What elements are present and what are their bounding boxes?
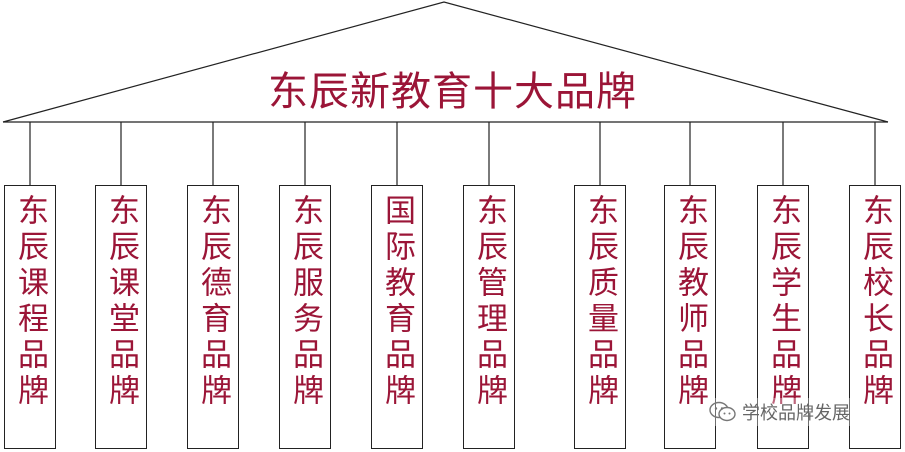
brand-box-2: 东辰课堂品牌 <box>95 185 147 449</box>
brand-box-label: 东辰质量品牌 <box>582 194 618 410</box>
brand-box-10: 东辰校长品牌 <box>849 185 901 449</box>
brand-box-label: 东辰课程品牌 <box>12 194 48 410</box>
diagram-title: 东辰新教育十大品牌 <box>268 69 637 115</box>
brand-box-label: 国际教育品牌 <box>379 194 415 410</box>
roof-line <box>2 1 889 123</box>
brand-box-7: 东辰质量品牌 <box>574 185 626 449</box>
brand-box-label: 东辰校长品牌 <box>857 194 893 410</box>
brand-box-3: 东辰德育品牌 <box>187 185 239 449</box>
brand-box-label: 东辰课堂品牌 <box>103 194 139 410</box>
brand-box-label: 东辰教师品牌 <box>672 194 708 410</box>
brand-box-9: 东辰学生品牌 <box>757 185 809 449</box>
brand-box-label: 东辰管理品牌 <box>471 194 507 410</box>
brand-box-label: 东辰服务品牌 <box>287 194 323 410</box>
brand-box-4: 东辰服务品牌 <box>279 185 331 449</box>
brand-box-5: 国际教育品牌 <box>371 185 423 449</box>
brand-box-label: 东辰学生品牌 <box>765 194 801 410</box>
watermark: 学校品牌发展 <box>708 398 850 426</box>
brand-box-8: 东辰教师品牌 <box>664 185 716 449</box>
wechat-icon <box>709 401 736 422</box>
brand-box-6: 东辰管理品牌 <box>463 185 515 449</box>
brand-box-1: 东辰课程品牌 <box>4 185 56 449</box>
watermark-text: 学校品牌发展 <box>742 403 850 424</box>
brand-box-label: 东辰德育品牌 <box>195 194 231 410</box>
drop-lines <box>29 122 876 185</box>
